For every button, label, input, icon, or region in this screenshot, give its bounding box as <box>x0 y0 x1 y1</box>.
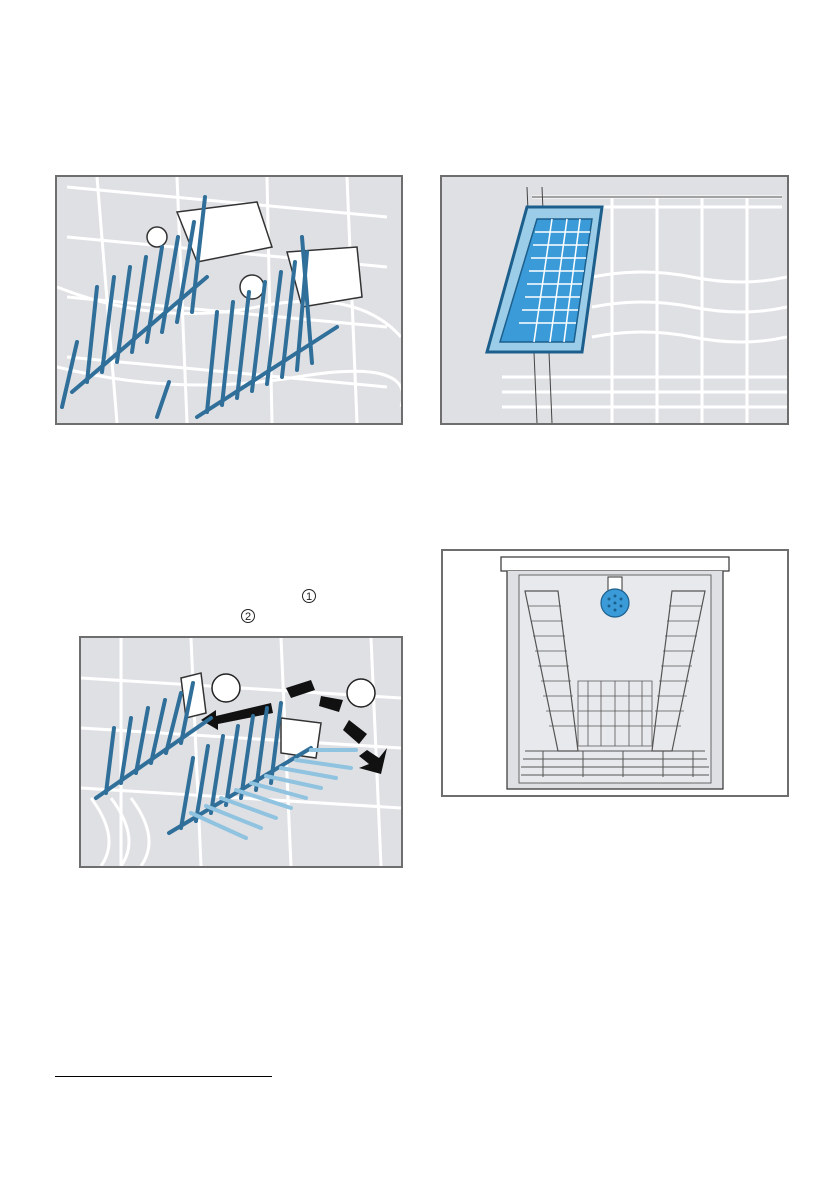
figure-rack-tines <box>55 175 403 425</box>
footnote-separator <box>55 1076 272 1077</box>
figure-cutlery-basket <box>440 175 789 425</box>
figure-fold-tines <box>79 636 403 868</box>
dishwasher-interior-illustration <box>443 551 787 795</box>
callout-step-2: 2 <box>241 609 255 623</box>
figure-dishwasher-interior <box>441 549 789 797</box>
tines-fold-arrows-illustration <box>81 638 401 866</box>
rack-tines-illustration <box>57 177 401 423</box>
cutlery-basket-illustration <box>442 177 787 423</box>
callout-step-1: 1 <box>302 589 316 603</box>
